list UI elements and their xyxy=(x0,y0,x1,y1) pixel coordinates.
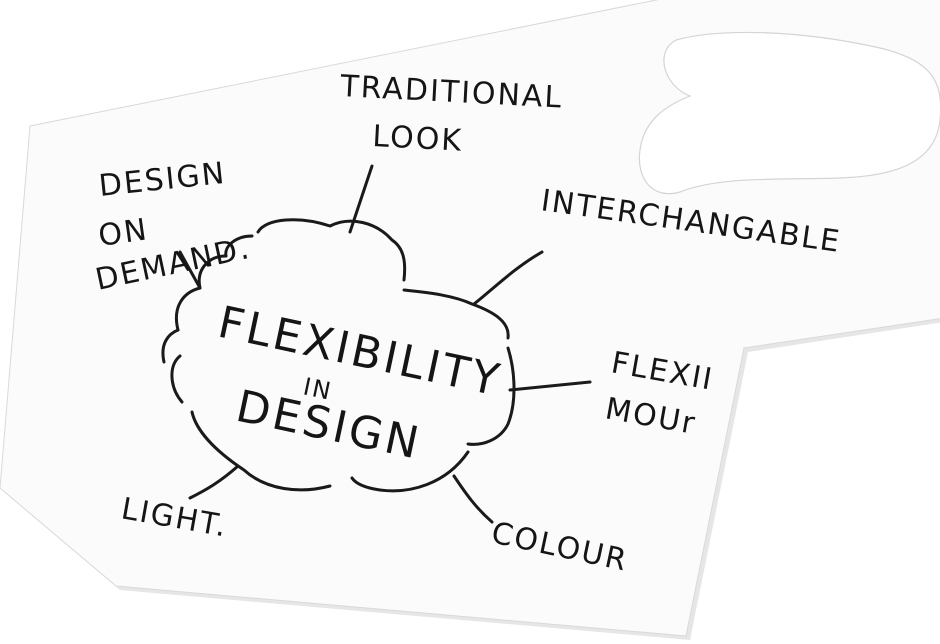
connector-interchangable xyxy=(472,250,544,306)
central-cloud xyxy=(161,218,516,493)
connector-lines xyxy=(178,164,592,524)
connector-light xyxy=(188,464,240,500)
connector-colour xyxy=(452,474,494,524)
connector-traditional xyxy=(348,164,374,234)
traditional-line-2: LOOK xyxy=(372,119,464,159)
connector-flexible xyxy=(508,380,592,392)
center-line-2: IN xyxy=(301,372,335,405)
whiteout-blob xyxy=(638,31,940,195)
connector-design-on-demand xyxy=(178,250,202,290)
design-on-demand-line-2: ON xyxy=(96,212,150,254)
